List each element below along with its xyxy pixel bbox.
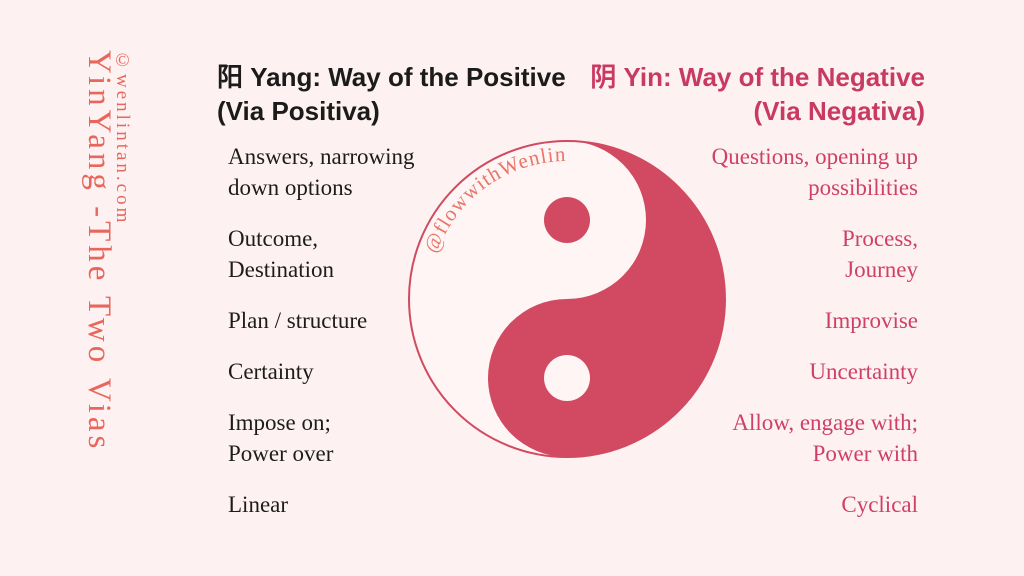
yang-column-header: 阳 Yang: Way of the Positive (Via Positiv… (217, 62, 566, 127)
yang-item-impose: Impose on; Power over (228, 410, 334, 466)
yang-item-certainty: Certainty (228, 359, 314, 384)
side-title-vertical: YinYang -The Two Vias (81, 50, 117, 453)
copyright-text: ©wenlintan.com (112, 50, 133, 226)
yin-dot-in-yang (544, 197, 590, 243)
yang-item-linear: Linear (228, 492, 289, 517)
yang-item-outcome: Outcome, Destination (228, 226, 335, 282)
yin-items-column: Questions, opening up possibilities Proc… (712, 141, 918, 540)
yin-yang-icon: @flowwithWenlin (408, 140, 726, 458)
yang-item-plan: Plan / structure (228, 308, 368, 333)
yang-items-column: Answers, narrowing down options Outcome,… (228, 141, 415, 540)
yin-item-cyclical: Cyclical (841, 492, 918, 517)
yang-item-answers: Answers, narrowing down options (228, 144, 415, 200)
yin-item-improvise: Improvise (824, 308, 918, 333)
yin-column-header: 阴 Yin: Way of the Negative (Via Negativa… (590, 62, 925, 127)
yin-item-questions: Questions, opening up possibilities (711, 144, 918, 200)
yang-dot-in-yin (544, 355, 590, 401)
yin-item-allow: Allow, engage with; Power with (732, 410, 918, 466)
yin-item-process: Process, Journey (841, 226, 918, 282)
yin-item-uncertainty: Uncertainty (809, 359, 918, 384)
